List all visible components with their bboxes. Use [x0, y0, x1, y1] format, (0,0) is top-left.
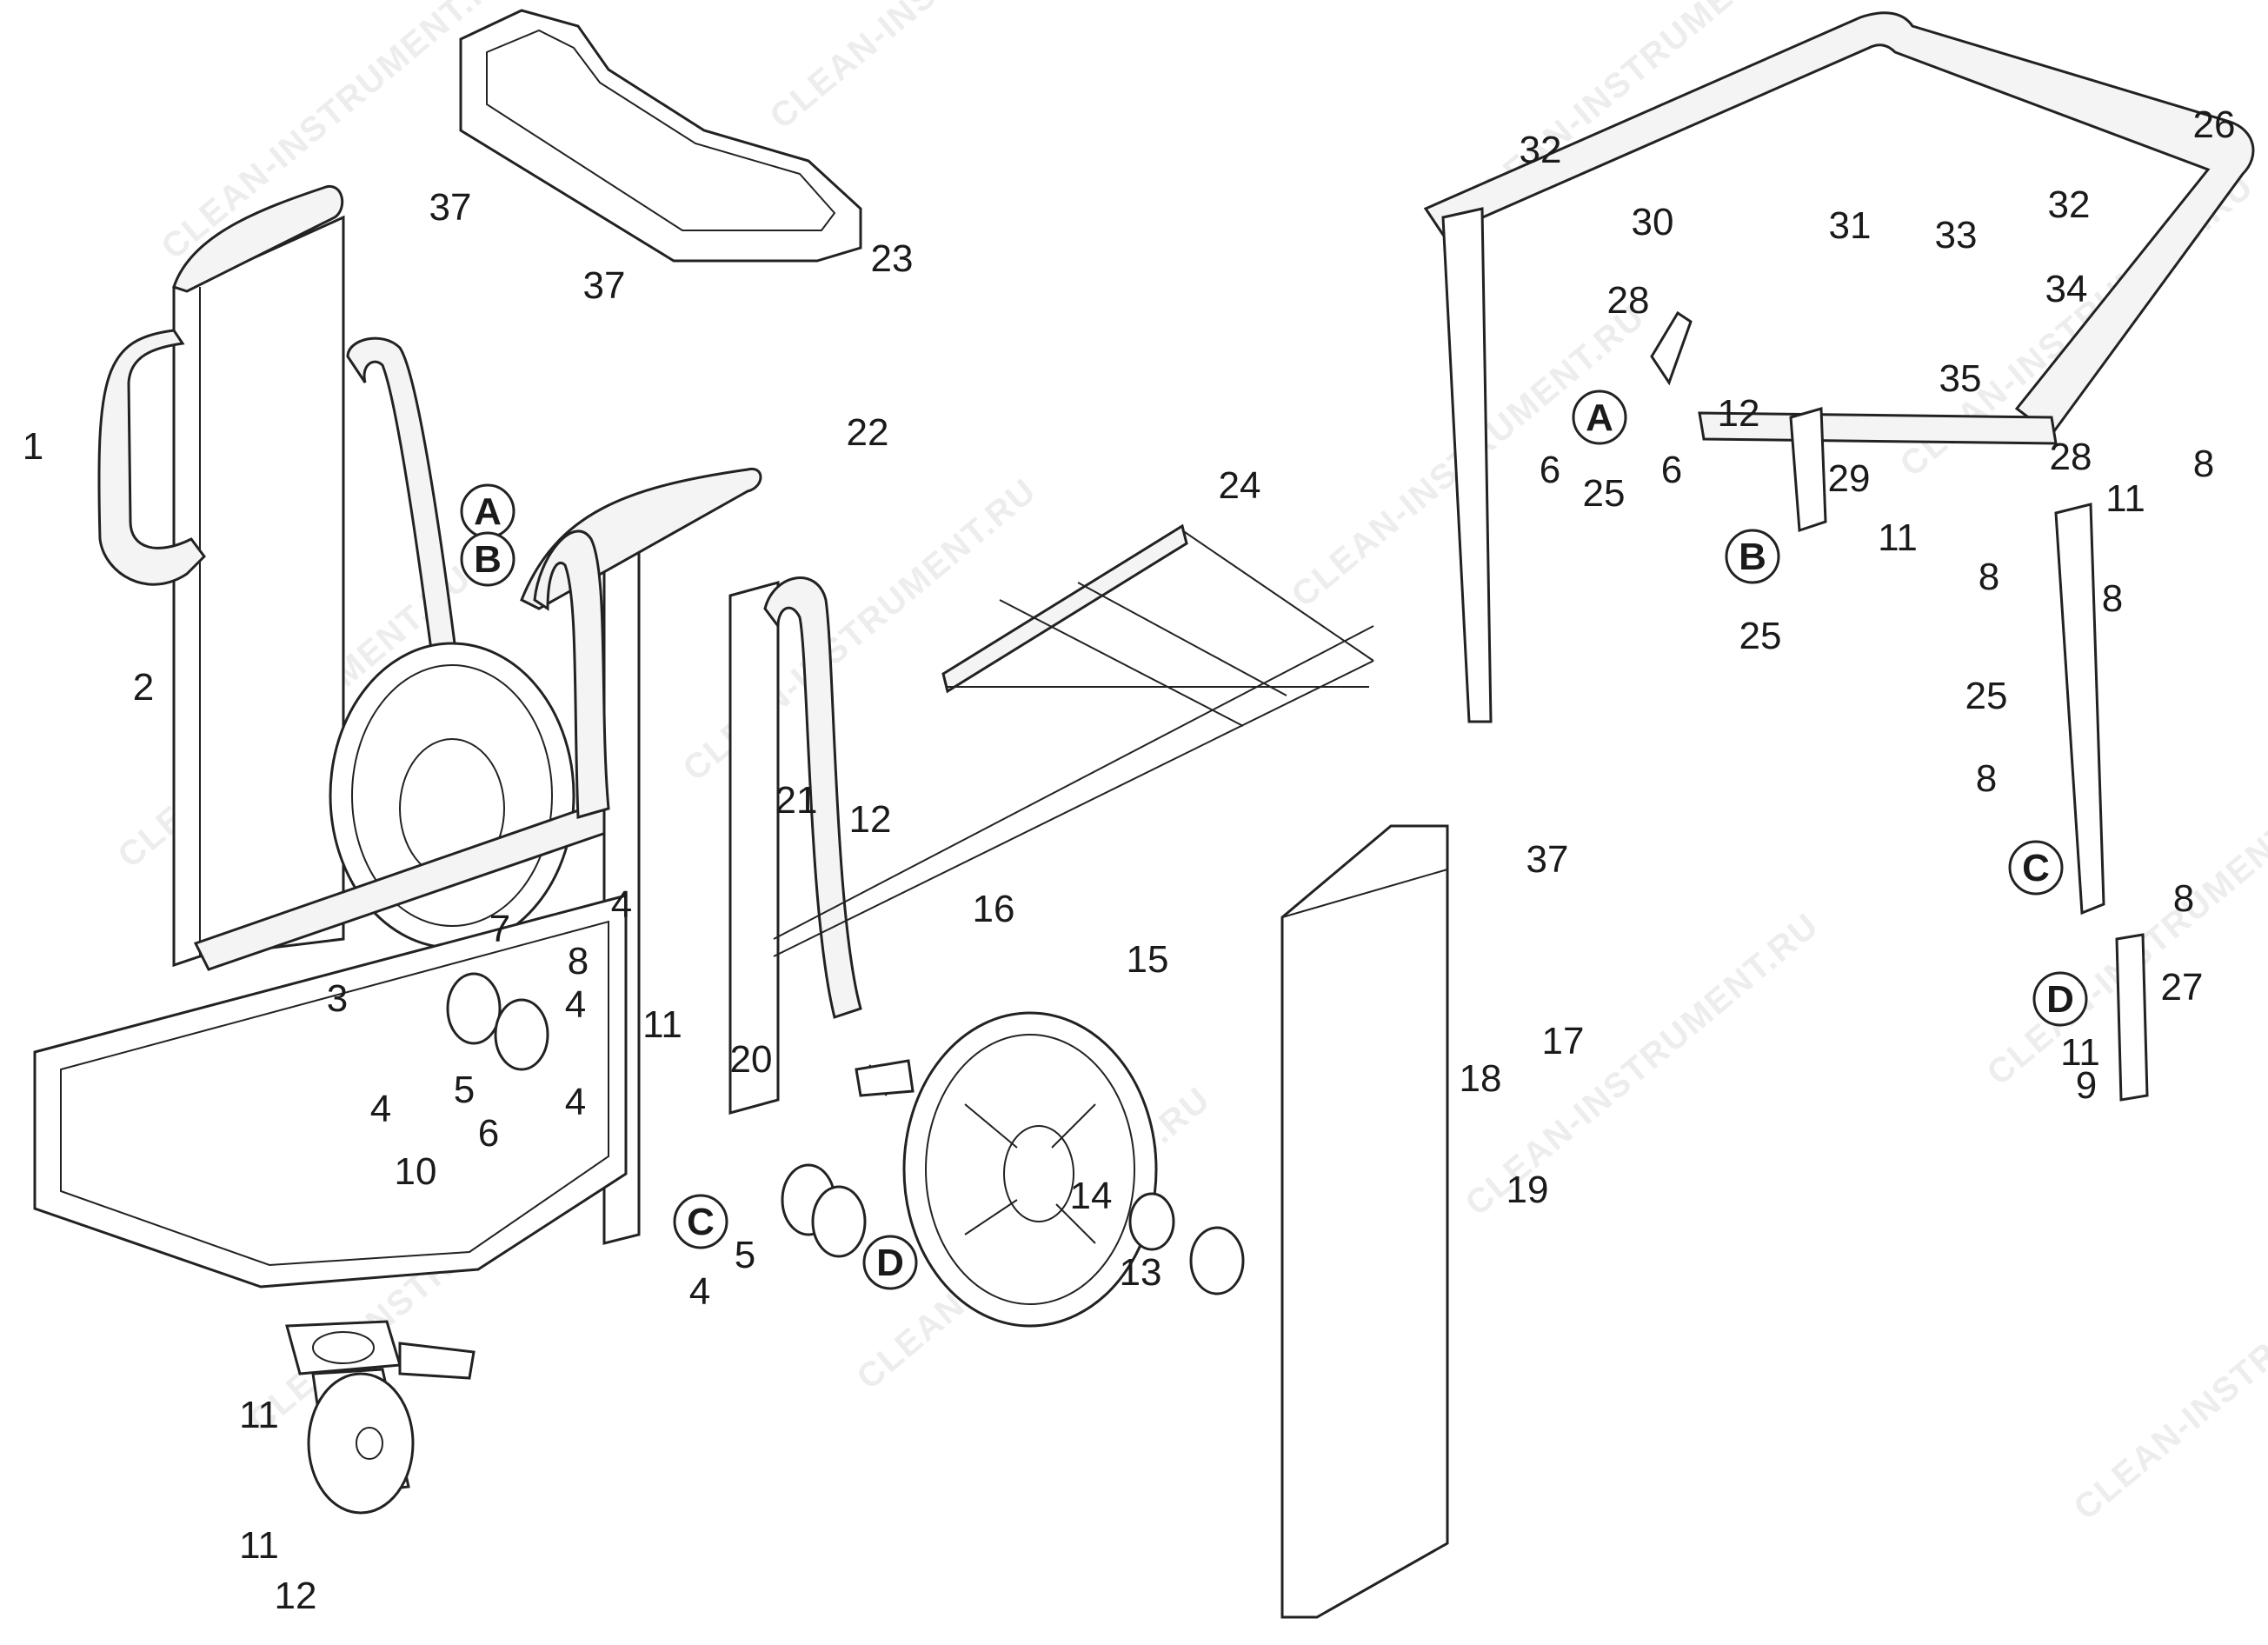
callout-32: 32 [2048, 183, 2091, 226]
watermark-text: CLEAN-INSTRUMENT.RU [763, 0, 1131, 137]
assembly-marker-C: C [673, 1194, 728, 1249]
assembly-marker-circle [460, 531, 515, 587]
assembly-marker-circle [2032, 971, 2088, 1027]
assembly-marker-B: B [1725, 529, 1780, 584]
callout-34: 34 [2045, 268, 2088, 310]
callout-37: 37 [429, 186, 472, 229]
callout-19: 19 [1506, 1169, 1549, 1211]
callout-8: 8 [568, 940, 589, 982]
callout-2: 2 [133, 666, 154, 709]
callout-11: 11 [2060, 1031, 2100, 1074]
callout-31: 31 [1829, 204, 1872, 247]
callout-4: 4 [565, 983, 586, 1026]
callout-3: 3 [327, 977, 348, 1020]
callout-1: 1 [23, 425, 43, 468]
assembly-marker-label: D [876, 1242, 904, 1284]
callout-9: 9 [2076, 1064, 2097, 1107]
callout-28: 28 [1607, 279, 1650, 322]
callout-5: 5 [735, 1234, 755, 1276]
callout-32: 32 [1520, 129, 1562, 171]
callout-11: 11 [2105, 477, 2145, 520]
callout-14: 14 [1070, 1175, 1113, 1217]
callout-11: 11 [1878, 516, 1918, 559]
callout-16: 16 [973, 888, 1015, 930]
callout-8: 8 [2173, 877, 2194, 920]
callout-11: 11 [239, 1394, 279, 1436]
callout-37: 37 [1526, 838, 1569, 881]
callout-21: 21 [775, 779, 818, 822]
callout-10: 10 [395, 1150, 437, 1193]
trolley-frame-drawing [33, 185, 1374, 1289]
callout-33: 33 [1935, 214, 1978, 256]
callout-25: 25 [1739, 615, 1782, 657]
callout-12: 12 [849, 798, 892, 841]
callout-4: 4 [370, 1088, 391, 1130]
assembly-marker-label: D [2046, 978, 2074, 1021]
strip-drawing [941, 523, 1374, 727]
assembly-marker-D: D [2032, 971, 2088, 1027]
callout-15: 15 [1127, 938, 1169, 981]
assembly-marker-label: B [474, 538, 502, 581]
assembly-marker-B: B [460, 531, 515, 587]
assembly-marker-label: B [1739, 536, 1766, 578]
hub-caps-drawing [446, 972, 867, 1258]
callout-27: 27 [2161, 966, 2204, 1009]
callout-22: 22 [847, 411, 889, 454]
assembly-marker-A: A [1572, 390, 1627, 445]
callout-6: 6 [478, 1112, 499, 1155]
callout-5: 5 [454, 1069, 475, 1111]
callout-20: 20 [730, 1038, 773, 1081]
callout-35: 35 [1939, 357, 1982, 400]
callout-12: 12 [1718, 392, 1760, 435]
callout-26: 26 [2193, 103, 2236, 146]
callout-18: 18 [1460, 1057, 1502, 1100]
callout-12: 12 [275, 1575, 317, 1617]
callout-4: 4 [565, 1081, 586, 1123]
caster-wheel-drawing [285, 1320, 476, 1515]
handle-assembly-drawing [1423, 11, 2255, 1102]
callout-8: 8 [2102, 577, 2123, 620]
callout-8: 8 [1976, 757, 1997, 800]
callout-17: 17 [1542, 1020, 1585, 1062]
assembly-marker-circle [1725, 529, 1780, 584]
assembly-marker-circle [673, 1194, 728, 1249]
callout-23: 23 [871, 237, 914, 280]
assembly-marker-label: A [1586, 396, 1613, 439]
top-tray-drawing [459, 9, 862, 263]
callout-25: 25 [1583, 472, 1626, 515]
callout-8: 8 [1979, 556, 1999, 598]
assembly-marker-circle [862, 1235, 918, 1290]
callout-28: 28 [2050, 436, 2092, 478]
callout-4: 4 [689, 1270, 710, 1313]
assembly-marker-A: A [460, 483, 515, 539]
callout-6: 6 [1661, 449, 1682, 491]
side-panel-drawing [1280, 824, 1449, 1619]
watermark-text: CLEAN-INSTRUMENT.RU [2067, 1210, 2268, 1528]
callout-29: 29 [1828, 457, 1871, 500]
callout-4: 4 [611, 883, 632, 926]
rear-wheel-drawing [855, 1011, 1245, 1328]
callout-25: 25 [1965, 675, 2008, 717]
assembly-marker-label: C [2022, 847, 2050, 889]
callout-6: 6 [1540, 449, 1560, 491]
assembly-marker-label: A [474, 490, 502, 533]
assembly-marker-circle [1572, 390, 1627, 445]
callout-30: 30 [1632, 201, 1674, 243]
callout-8: 8 [2193, 443, 2214, 485]
assembly-marker-label: C [687, 1201, 715, 1243]
callout-37: 37 [583, 264, 626, 307]
assembly-marker-D: D [862, 1235, 918, 1290]
callout-11: 11 [239, 1524, 279, 1567]
callout-11: 11 [642, 1003, 682, 1046]
callout-7: 7 [489, 908, 510, 950]
callout-24: 24 [1219, 464, 1261, 507]
assembly-marker-C: C [2008, 840, 2064, 896]
callout-13: 13 [1120, 1251, 1162, 1294]
assembly-marker-circle [2008, 840, 2064, 896]
